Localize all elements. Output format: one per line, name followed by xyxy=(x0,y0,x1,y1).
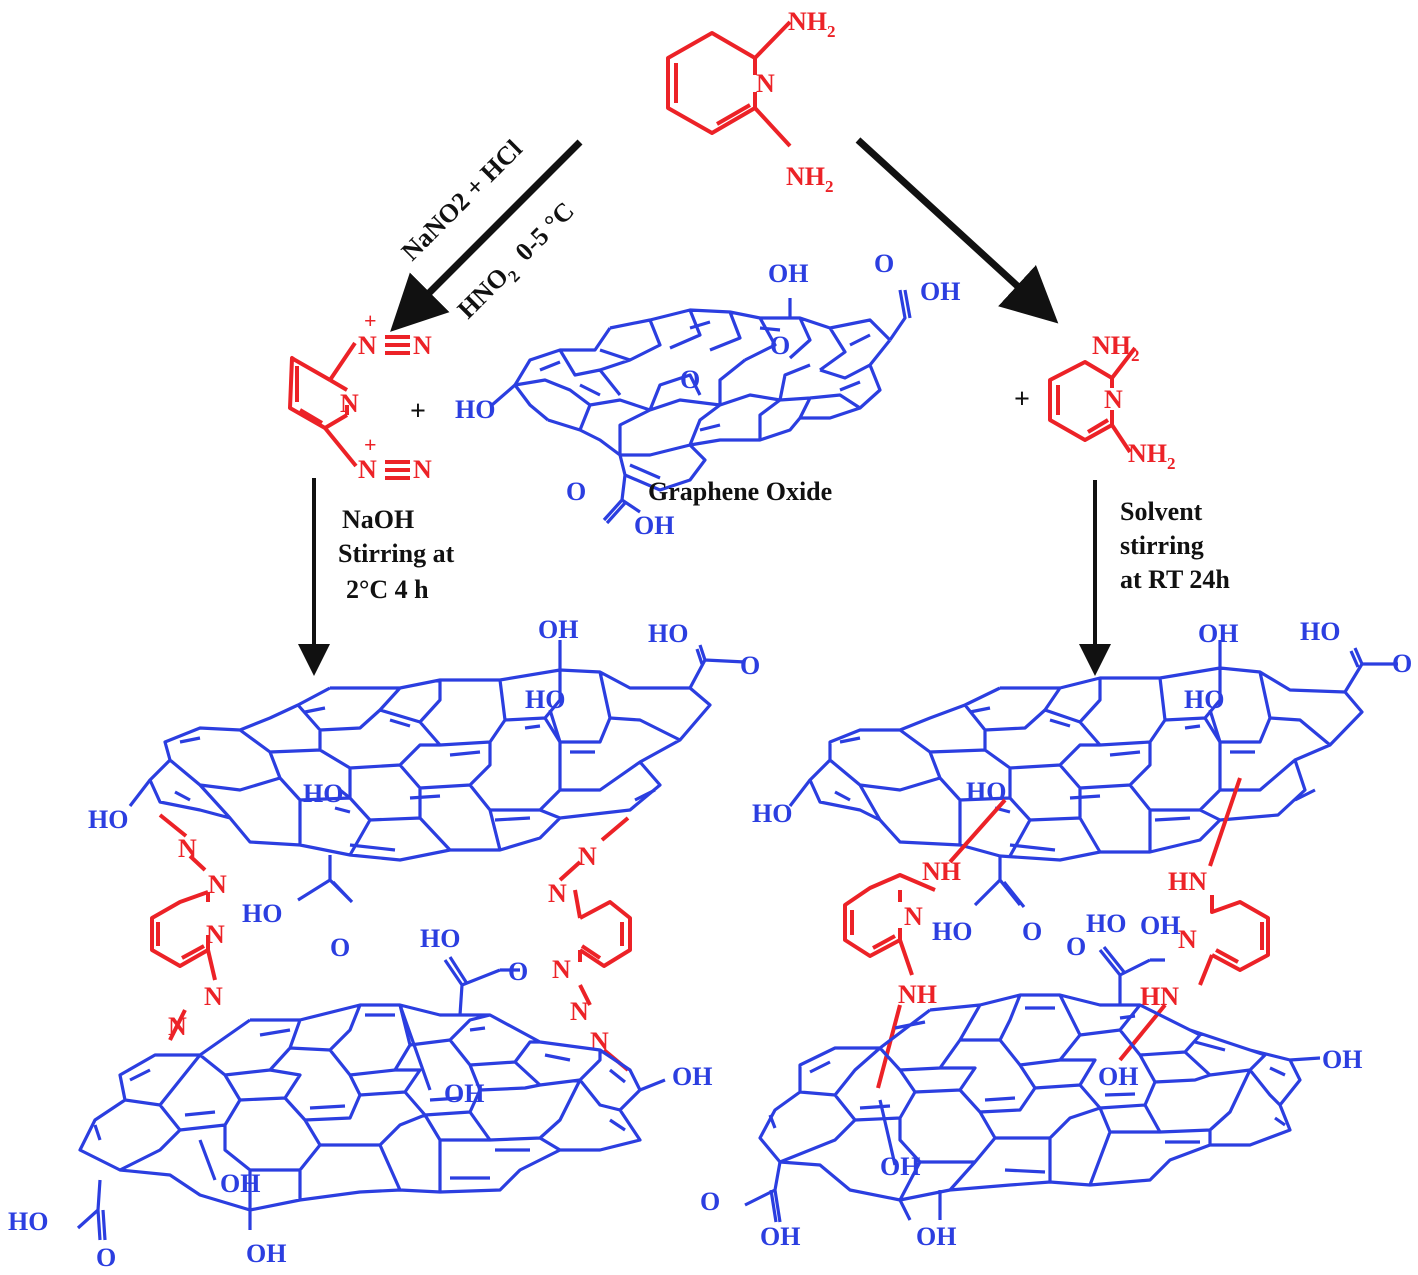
diazonium-ring-n: N xyxy=(340,389,359,418)
rp-top-ho-1: HO xyxy=(1300,617,1340,646)
rp-bot-oh-1: OH xyxy=(1140,911,1180,940)
diazonium-n4: N xyxy=(413,455,432,484)
go-oh-bottom: OH xyxy=(634,511,674,540)
rp-top-oh-1: OH xyxy=(1198,619,1238,648)
plus-sign-left: + xyxy=(410,396,426,427)
rp-nh-2: NH xyxy=(898,980,937,1009)
stirring-label: stirring xyxy=(1120,531,1204,560)
rp-top-ho-5: HO xyxy=(932,917,972,946)
rp-top-o-1: O xyxy=(1392,649,1412,678)
lp-top-ho-3: HO xyxy=(303,779,343,808)
lp-bot-oh-4: OH xyxy=(246,1239,286,1268)
naoh-label: NaOH xyxy=(342,505,414,534)
lp-azo-n2: N xyxy=(208,870,227,899)
rp-bot-oh-3: OH xyxy=(1322,1045,1362,1074)
rp-hn-2: HN xyxy=(1140,982,1179,1011)
rp-ring-n2: N xyxy=(1178,925,1197,954)
lp-azo-n4: N xyxy=(168,1012,187,1041)
lp-bot-oh-3: OH xyxy=(220,1169,260,1198)
go-oh-top: OH xyxy=(768,259,808,288)
ring-n-label: N xyxy=(756,69,775,98)
lp-azo-n3: N xyxy=(204,982,223,1011)
right-product-amine-linkers: NH N NH HN N HN xyxy=(843,777,1270,1089)
rp-bot-o-2: O xyxy=(700,1187,720,1216)
top-diaminopyridine: N NH2 NH2 xyxy=(666,7,836,196)
graphene-oxide-label: Graphene Oxide xyxy=(648,477,832,506)
middle-step-conditions: NaOH Stirring at 2°C 4 h xyxy=(338,505,455,604)
right-diaminopyridine: N NH2 NH2 xyxy=(1048,331,1176,473)
go-oh-right: OH xyxy=(920,277,960,306)
lp-bot-oh-1: OH xyxy=(444,1079,484,1108)
solvent-label: Solvent xyxy=(1120,497,1203,526)
left-product-azo-linkers: N N N N N N N N N N xyxy=(150,813,632,1072)
diazonium-salt: N N + N N N + xyxy=(288,308,432,484)
plus-sign-right: + xyxy=(1014,384,1030,415)
right-ring-n: N xyxy=(1104,385,1123,414)
diazonium-plus2: + xyxy=(364,432,377,457)
rp-top-o-2: O xyxy=(1022,917,1042,946)
rt-time-label: at RT 24h xyxy=(1120,565,1230,594)
go-o-top: O xyxy=(874,249,894,278)
right-product-graphene-bottom: HO OH O OH OH OH O OH OH xyxy=(700,909,1362,1251)
left-product-graphene-bottom: HO O OH OH OH HO O OH xyxy=(8,924,712,1272)
rp-ring-n1: N xyxy=(904,902,923,931)
rp-bot-ho-1: HO xyxy=(1086,909,1126,938)
rp-top-ho-2: HO xyxy=(1184,685,1224,714)
diazonium-n1: N xyxy=(358,331,377,360)
temp-time-label: 2°C 4 h xyxy=(346,575,429,604)
right-step-conditions: Solvent stirring at RT 24h xyxy=(1120,497,1230,594)
left-product-graphene-top: OH HO O HO HO HO HO O xyxy=(88,615,760,962)
lp-top-ho-4: HO xyxy=(88,805,128,834)
lp-top-ho-5: HO xyxy=(242,899,282,928)
rp-bot-oh-2: OH xyxy=(1098,1062,1138,1091)
diazonium-n3: N xyxy=(358,455,377,484)
rp-top-ho-3: HO xyxy=(966,777,1006,806)
lp-top-o-1: O xyxy=(740,651,760,680)
lp-azo-n6: N xyxy=(548,879,567,908)
go-epoxide-o2: O xyxy=(680,365,700,394)
diazonium-plus1: + xyxy=(364,308,377,333)
lp-bot-o-2: O xyxy=(96,1243,116,1272)
lp-top-ho-1: HO xyxy=(648,619,688,648)
stirring-at-label: Stirring at xyxy=(338,539,455,568)
nh2-top-label: NH2 xyxy=(788,7,836,41)
go-ho-left: HO xyxy=(455,395,495,424)
reagent-hno2: HNO20-5 °C xyxy=(452,196,584,328)
reagent-nano2-hcl: NaNO2 + HCl xyxy=(396,134,528,266)
lp-azo-n7: N xyxy=(570,997,589,1026)
right-product-graphene-top: OH HO O HO HO HO HO O xyxy=(752,617,1412,946)
lp-top-o-2: O xyxy=(330,933,350,962)
lp-azo-n5: N xyxy=(578,842,597,871)
go-o-bottom: O xyxy=(566,477,586,506)
right-nh2-bottom: NH2 xyxy=(1128,439,1176,473)
nh2-bottom-label: NH2 xyxy=(786,162,834,196)
right-nh2-top: NH2 xyxy=(1092,331,1140,365)
left-diazotization-arrow: NaNO2 + HCl HNO20-5 °C xyxy=(390,134,584,332)
lp-ring-n2: N xyxy=(552,955,571,984)
lp-top-oh-1: OH xyxy=(538,615,578,644)
rp-hn-1: HN xyxy=(1168,867,1207,896)
rp-bot-oh-5: OH xyxy=(760,1222,800,1251)
lp-bot-ho-2: HO xyxy=(8,1207,48,1236)
right-arrow xyxy=(855,137,1059,324)
lp-ring-n1: N xyxy=(206,920,225,949)
rp-nh-1: NH xyxy=(922,857,961,886)
rp-top-ho-4: HO xyxy=(752,799,792,828)
rp-bot-oh-6: OH xyxy=(916,1222,956,1251)
go-epoxide-o1: O xyxy=(770,331,790,360)
diazonium-n2: N xyxy=(413,331,432,360)
lp-azo-n1: N xyxy=(178,834,197,863)
rp-bot-oh-4: OH xyxy=(880,1152,920,1181)
lp-bot-oh-2: OH xyxy=(672,1062,712,1091)
lp-bot-ho-1: HO xyxy=(420,924,460,953)
lp-top-ho-2: HO xyxy=(525,685,565,714)
graphene-oxide-structure: OH O OH O O HO O OH Graphene Oxide xyxy=(455,249,960,540)
lp-bot-o-1: O xyxy=(508,957,528,986)
rp-bot-o-1: O xyxy=(1066,932,1086,961)
